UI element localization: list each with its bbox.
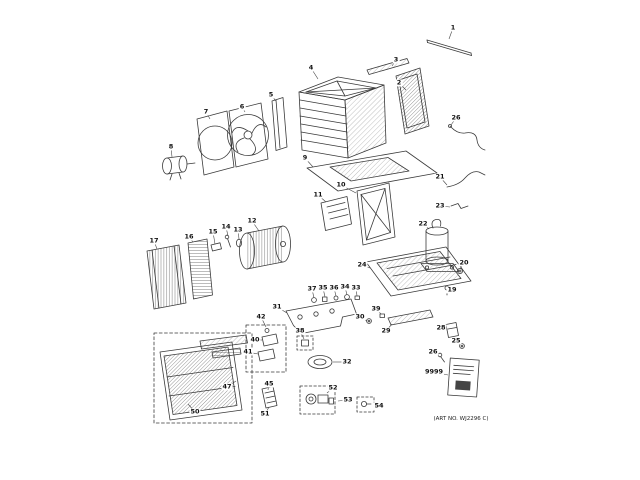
leader-line-38: [299, 330, 305, 340]
leader-line-45: [267, 383, 270, 391]
part-sensor-wire: [448, 124, 486, 151]
leader-line-26: [450, 117, 457, 126]
part-literature: [447, 357, 480, 398]
part-shroud: [196, 110, 235, 176]
leader-line-36: [333, 287, 337, 297]
leader-line-37: [311, 288, 315, 299]
leader-line-7: [205, 111, 211, 120]
part-grommet-20: [456, 267, 463, 274]
leader-line-5: [270, 94, 277, 102]
leader-line-21: [439, 176, 448, 186]
leader-line-51: [264, 406, 270, 415]
part-strip-45-51: [261, 386, 278, 409]
leader-line-17: [153, 240, 158, 250]
part-partition: [356, 182, 396, 246]
leader-line-47: [226, 380, 237, 388]
leader-line-28: [440, 327, 447, 330]
leader-line-12: [251, 220, 260, 232]
leader-line-41: [247, 351, 259, 355]
leader-line-29: [385, 323, 393, 332]
leader-line-9999: [433, 371, 449, 376]
leader-line-39: [375, 308, 382, 315]
leader-line-6: [241, 106, 246, 113]
part-strip-29: [387, 309, 434, 326]
leader-line-16: [188, 236, 194, 243]
leader-line-25: [455, 340, 461, 346]
leader-line-34: [344, 286, 348, 296]
part-switches: [311, 294, 360, 303]
leader-line-3: [391, 59, 397, 67]
part-evaporator: [146, 244, 187, 310]
part-duct: [320, 196, 352, 231]
part-blower-wheel: [239, 225, 291, 270]
part-top-cover: [306, 150, 438, 192]
part-small-28: [445, 322, 459, 338]
leader-line-35: [322, 287, 326, 298]
part-ring-13: [235, 238, 242, 248]
part-tube-21: [446, 171, 486, 188]
part-screw-26: [437, 352, 445, 363]
leader-line-4: [310, 67, 319, 80]
leader-line-9: [304, 157, 314, 168]
part-screw-14: [224, 234, 231, 248]
part-fan: [227, 102, 269, 168]
part-motor: [162, 155, 196, 181]
leader-line-22: [422, 223, 430, 230]
part-support-panel: [271, 97, 288, 151]
leader-line-52: [326, 387, 334, 394]
leader-line-50: [187, 403, 196, 413]
leader-line-19: [447, 287, 453, 291]
leader-line-2: [398, 82, 407, 91]
part-side-curtain: [395, 67, 430, 135]
leader-line-11: [317, 194, 327, 203]
leader-line-24: [361, 264, 371, 269]
leader-line-15: [212, 231, 216, 245]
part-small-25: [459, 343, 465, 349]
part-bracket-15: [210, 242, 222, 252]
part-base-pan: [365, 246, 472, 297]
part-control-bracket: [285, 298, 357, 334]
leader-line-31: [276, 306, 288, 314]
leader-line-33: [355, 287, 358, 297]
leader-line-54: [374, 403, 380, 407]
part-small-38: [296, 335, 314, 351]
part-top-rail: [426, 39, 472, 56]
leader-line-30: [359, 316, 368, 322]
leader-line-1: [448, 27, 454, 40]
leader-line-23: [439, 205, 451, 208]
leader-line-8: [170, 146, 173, 158]
part-gasket-32: [307, 355, 333, 369]
part-cabinet: [298, 76, 387, 159]
part-small-39: [379, 313, 385, 318]
leader-line-10: [340, 184, 357, 194]
leader-line-13: [237, 229, 240, 240]
leader-line-42: [260, 316, 267, 328]
leader-line-53: [337, 399, 349, 402]
part-front-grille-box: [153, 332, 253, 424]
part-fitting-23: [450, 203, 469, 209]
part-drain-kit-box: [299, 385, 336, 415]
leader-line-20: [459, 262, 465, 270]
part-inner-panel-16: [187, 238, 213, 300]
leader-line-26: [432, 351, 439, 356]
leader-line-14: [225, 226, 229, 237]
art-number: (ART NO. WJ2296 C): [433, 416, 489, 422]
